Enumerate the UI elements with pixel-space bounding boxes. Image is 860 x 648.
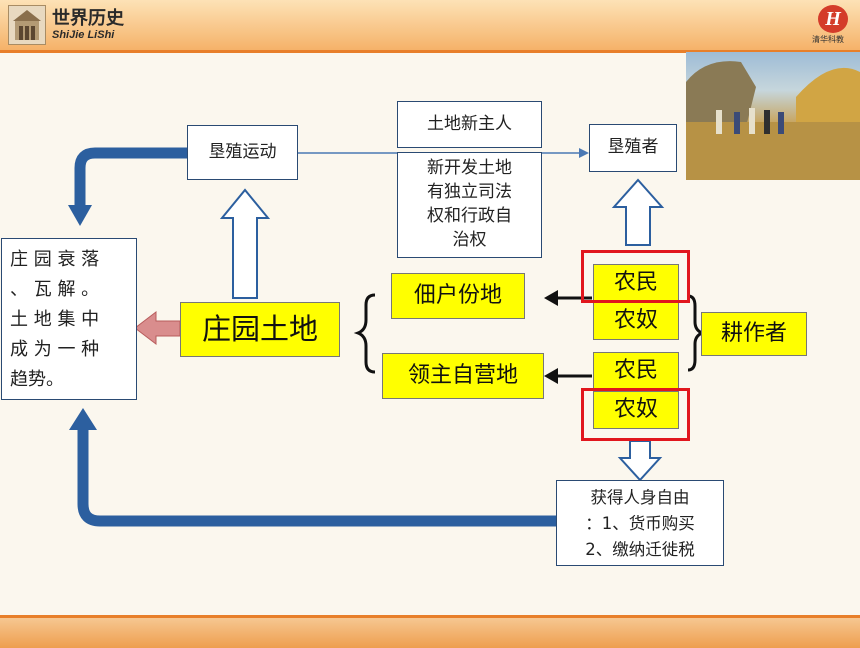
highlight-top-peasant: [581, 250, 690, 303]
arrow-manor-to-reclamation: [219, 188, 271, 299]
highlight-bottom-serf: [581, 388, 690, 441]
demesne-box: 领主自营地: [382, 353, 544, 399]
serf-top-box: 农奴: [593, 302, 679, 340]
reclamation-movement-box: 垦殖运动: [187, 125, 298, 180]
tenant-land-box: 佃户份地: [391, 273, 525, 319]
brace-land-types: [353, 293, 376, 374]
manor-land-box: 庄园土地: [180, 302, 340, 357]
reclaimer-box: 垦殖者: [589, 124, 677, 172]
header-subtitle: ShiJie LiShi: [52, 29, 115, 41]
arrow-reclamation-to-decline: [74, 147, 187, 205]
arrow-peasant-to-reclaimer: [611, 178, 665, 246]
header-bar: 世界历史 ShiJie LiShi H 清华科教: [0, 0, 860, 53]
publisher-logo-icon: H: [818, 5, 848, 33]
peasant-painting-image: [686, 52, 860, 180]
peasant-bottom-box: 农民: [593, 352, 679, 390]
new-land-description-box: 新开发土地 有独立司法 权和行政自 治权: [397, 152, 542, 258]
personal-freedom-box: 获得人身自由 ：1、货币购买 2、缴纳迁徙税: [556, 480, 724, 566]
brace-cultivators: [687, 294, 706, 372]
arrow-serf-to-freedom: [617, 440, 663, 482]
arrow-manor-to-decline: [134, 310, 181, 346]
textbook-logo-icon: [8, 5, 46, 45]
footer-bar: [0, 615, 860, 648]
cultivator-box: 耕作者: [701, 312, 807, 356]
header-title: 世界历史: [52, 8, 124, 29]
publisher-name: 清华科教: [812, 35, 844, 44]
serf-bottom-box: 农奴: [593, 391, 679, 429]
new-land-owner-box: 土地新主人: [397, 101, 542, 148]
arrow-freedom-to-decline: [77, 428, 556, 527]
manor-decline-box: 庄 园 衰 落 、 瓦 解 。 土 地 集 中 成 为 一 种 趋势。: [1, 238, 137, 400]
